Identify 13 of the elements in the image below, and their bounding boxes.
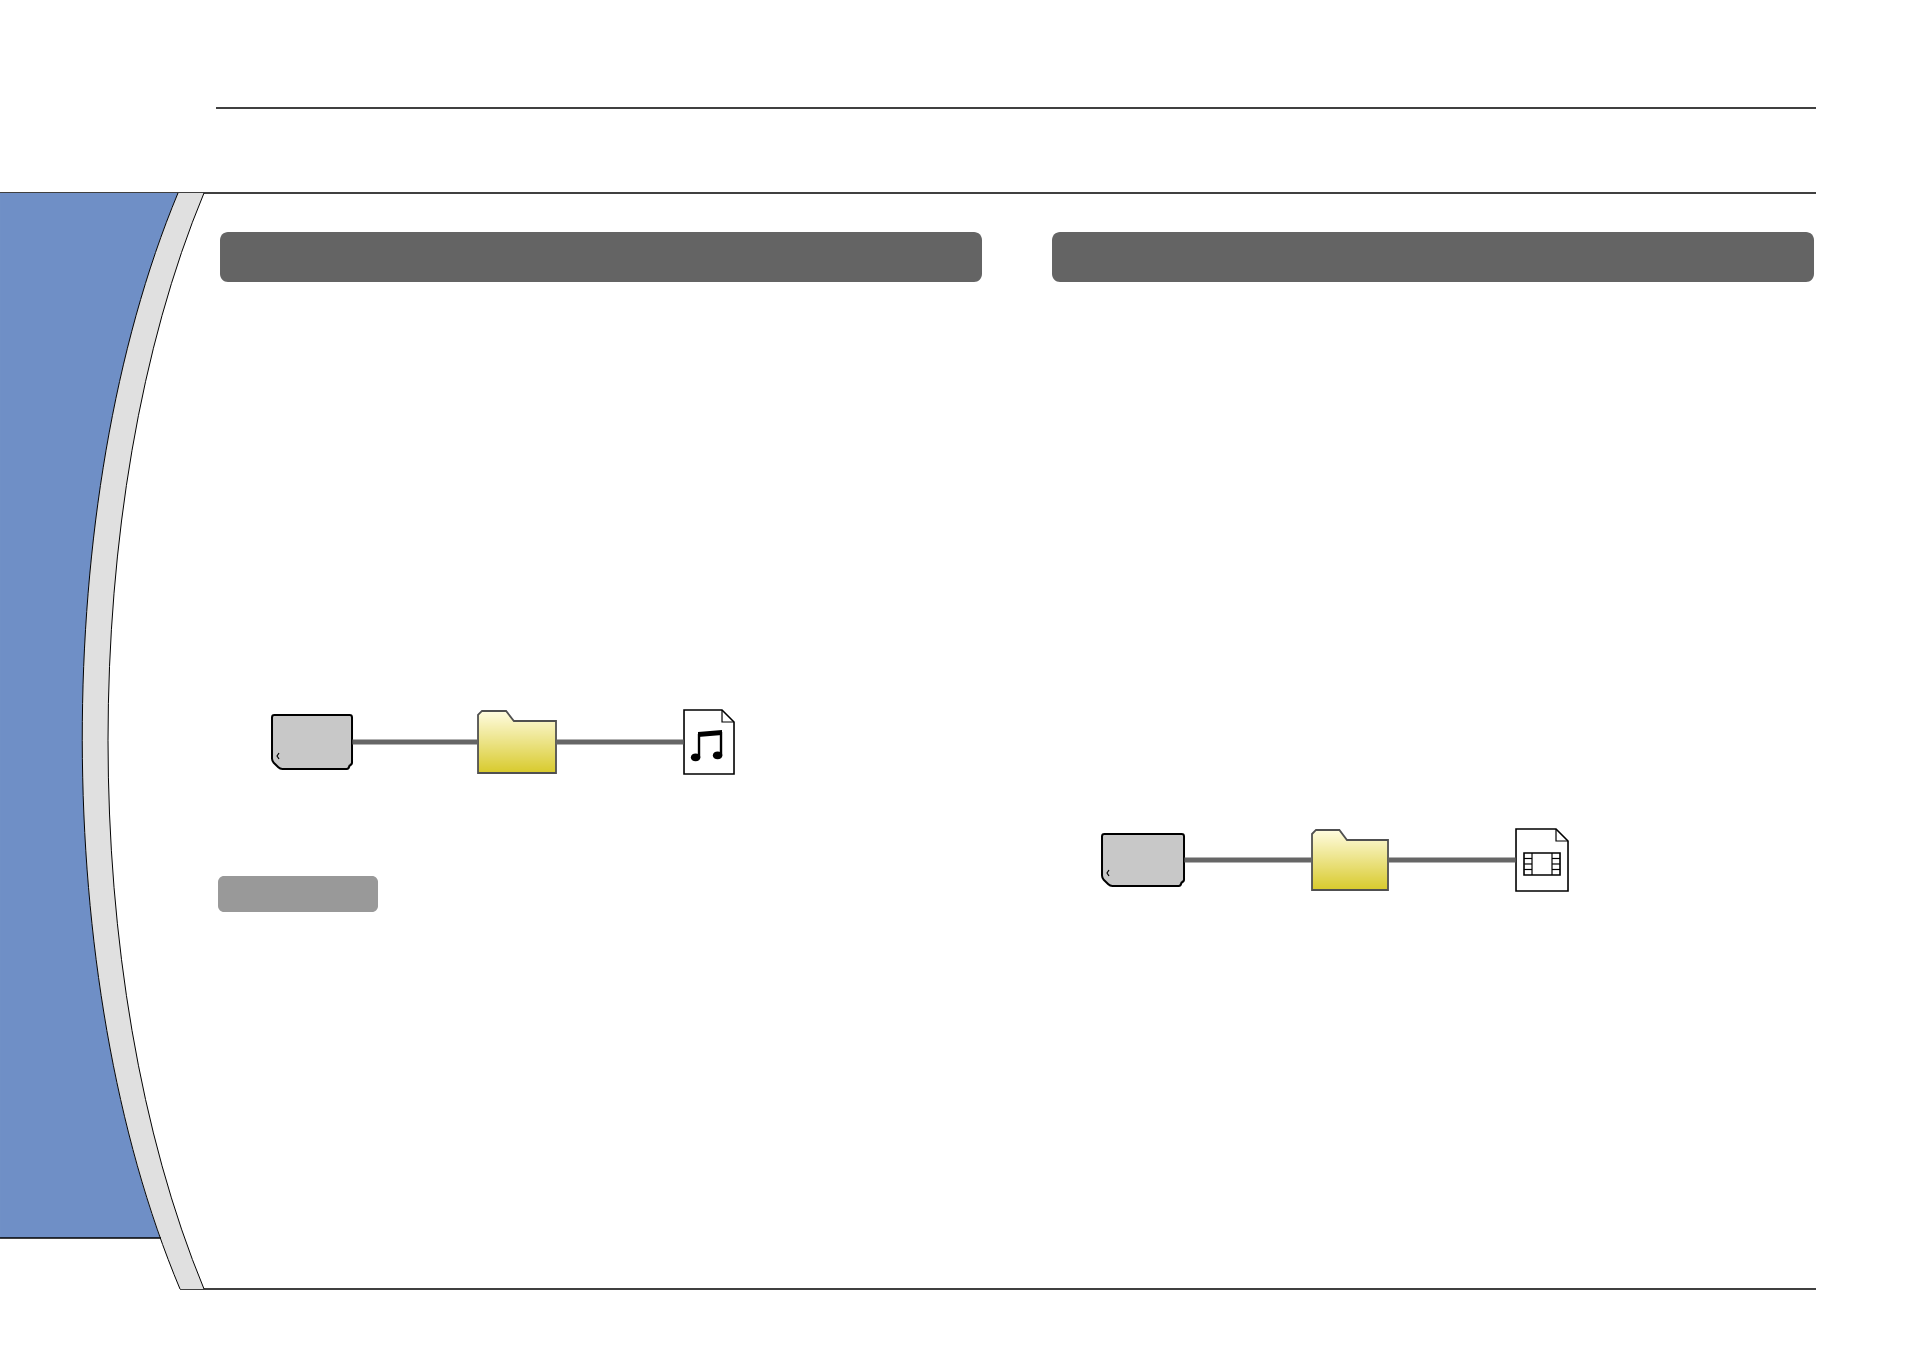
section-header-bar — [1052, 232, 1814, 282]
video-file-icon — [1515, 828, 1569, 892]
folder-icon — [477, 710, 557, 774]
folder-icon — [1311, 829, 1389, 891]
memory-card-icon — [1101, 833, 1185, 887]
memory-card-icon — [271, 714, 353, 770]
section-header-bar — [220, 232, 982, 282]
music-file-icon — [683, 709, 735, 775]
connector-line — [1388, 857, 1516, 863]
connector-line — [352, 739, 478, 745]
connector-line — [556, 739, 684, 745]
connector-line — [1184, 857, 1312, 863]
label-tab — [218, 876, 378, 912]
